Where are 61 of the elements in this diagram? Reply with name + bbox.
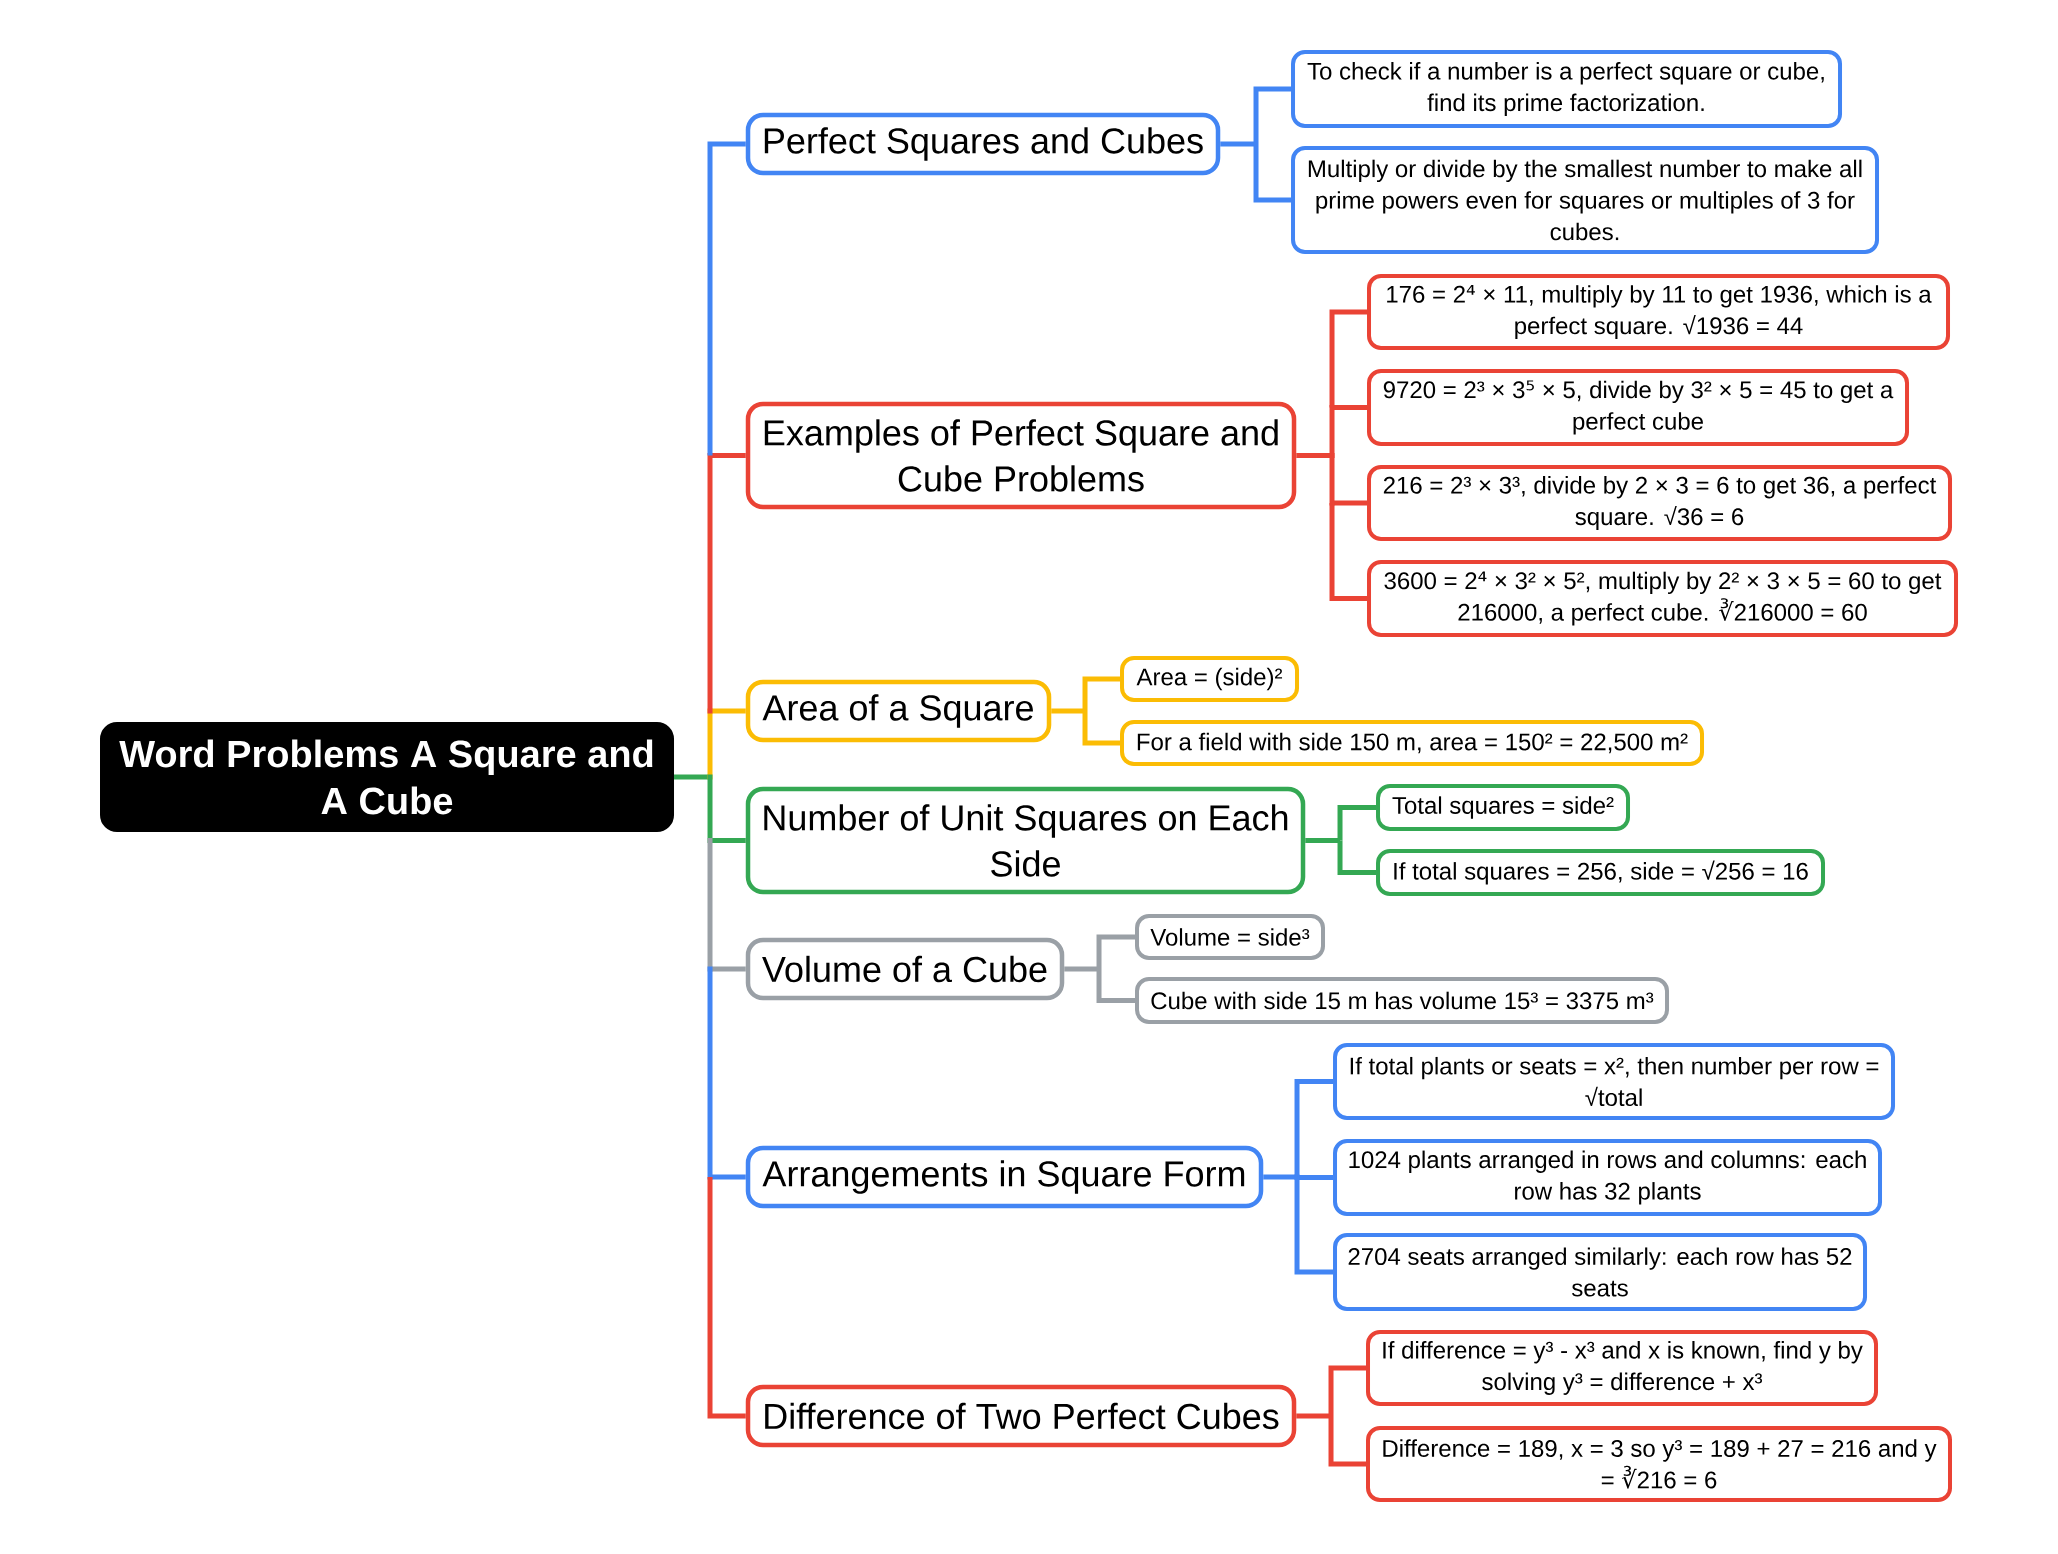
note-box: For a field with side 150 m, area = 150² = 22,500 m² xyxy=(1120,720,1704,766)
connector-line xyxy=(1096,969,1135,1003)
note-box: Cube with side 15 m has volume 15³ = 3375 m³ xyxy=(1135,977,1669,1024)
connector-line xyxy=(1329,503,1367,601)
connector-line xyxy=(1253,86,1291,144)
note-box: 176 = 2⁴ × 11, multiply by 11 to get 1936, which is a perfect square. √1936 = 44 xyxy=(1367,274,1950,350)
note-box: If difference = y³ - x³ and x is known, find y by solving y³ = difference + x³ xyxy=(1366,1330,1878,1406)
note-box: To check if a number is a perfect square or cube, find its prime factorization. xyxy=(1291,50,1842,128)
connector-line xyxy=(674,774,710,780)
connector-line xyxy=(710,966,746,972)
topic-box: Volume of a Cube xyxy=(745,937,1065,1001)
connector-line xyxy=(707,453,713,714)
connector-line xyxy=(710,838,746,843)
connector-line xyxy=(1328,1365,1366,1416)
connector-line xyxy=(710,1174,746,1180)
connector-line xyxy=(1329,453,1335,506)
connector-line xyxy=(1328,1416,1366,1467)
connector-line xyxy=(1220,141,1256,147)
note-box: 1024 plants arranged in rows and columns: each row has 32 plants xyxy=(1333,1139,1882,1216)
connector-line xyxy=(1263,1174,1297,1180)
connector-line xyxy=(1096,934,1135,969)
connector-line xyxy=(1296,1413,1331,1419)
topic-box: Arrangements in Square Form xyxy=(745,1145,1264,1209)
topic-box: Perfect Squares and Cubes xyxy=(745,112,1221,176)
connector-line xyxy=(707,141,746,456)
topic-box: Number of Unit Squares on Each Side xyxy=(745,786,1306,895)
note-box: 2704 seats arranged similarly: each row has 52 seats xyxy=(1333,1233,1867,1311)
connector-line xyxy=(707,1177,746,1419)
note-box: If total squares = 256, side = √256 = 16 xyxy=(1376,849,1825,896)
topic-box: Area of a Square xyxy=(745,679,1052,743)
topic-box: Examples of Perfect Square and Cube Problems xyxy=(745,401,1297,510)
connector-line xyxy=(1329,309,1367,408)
connector-line xyxy=(1305,838,1340,843)
connector-line xyxy=(1297,1175,1333,1180)
connector-line xyxy=(1294,1079,1333,1177)
connector-line xyxy=(1332,405,1367,410)
note-box: 9720 = 2³ × 3⁵ × 5, divide by 3² × 5 = 45 to get a perfect cube xyxy=(1367,369,1909,446)
connector-line xyxy=(1051,708,1085,714)
note-box: If total plants or seats = x², then number per row = √total xyxy=(1333,1043,1895,1120)
connector-line xyxy=(1064,966,1099,972)
central-topic-box: Word Problems A Square and A Cube xyxy=(100,722,674,832)
connector-line xyxy=(1337,805,1376,841)
connector-line xyxy=(1296,453,1332,458)
note-box: Volume = side³ xyxy=(1135,914,1325,960)
topic-box: Difference of Two Perfect Cubes xyxy=(745,1384,1297,1448)
connector-line xyxy=(1082,676,1120,711)
note-box: Difference = 189, x = 3 so y³ = 189 + 27 = 216 and y = ∛216 = 6 xyxy=(1366,1426,1952,1502)
connector-line xyxy=(1253,144,1291,203)
note-box: 216 = 2³ × 3³, divide by 2 × 3 = 6 to get 36, a perfect square. √36 = 6 xyxy=(1367,465,1952,541)
connector-line xyxy=(1082,711,1120,746)
connector-line xyxy=(710,453,746,458)
note-box: Multiply or divide by the smallest number to make all prime powers even for squares or multiples of 3 for cubes. xyxy=(1291,146,1879,254)
note-box: 3600 = 2⁴ × 3² × 5², multiply by 2² × 3 × 5 = 60 to get 216000, a perfect cube. ∛216000 = 60 xyxy=(1367,560,1958,637)
note-box: Total squares = side² xyxy=(1376,784,1630,831)
connector-line xyxy=(707,966,713,1180)
connector-line xyxy=(710,708,746,714)
note-box: Area = (side)² xyxy=(1120,656,1299,702)
connector-line xyxy=(1294,1177,1333,1275)
connector-line xyxy=(1294,1174,1300,1180)
connector-line xyxy=(1337,840,1376,875)
connector-line xyxy=(1332,500,1367,506)
